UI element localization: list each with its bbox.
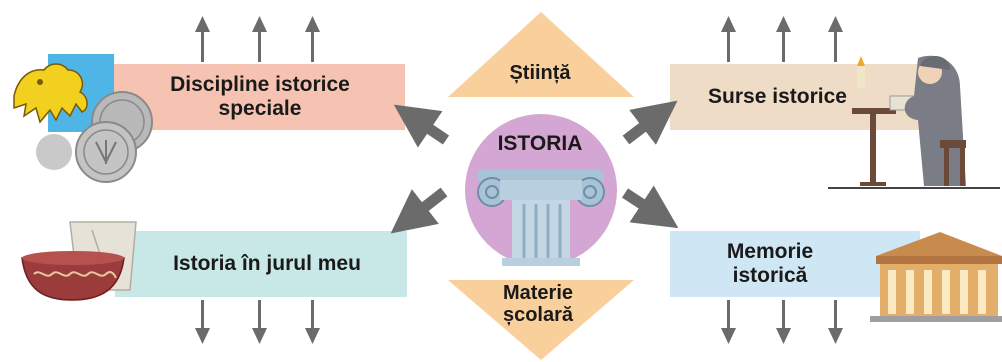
coins-icon — [36, 91, 153, 183]
ionic-column-icon — [477, 170, 605, 266]
discipline-box-label: Discipline istorice speciale — [115, 66, 405, 128]
stiinta-triangle — [448, 12, 634, 97]
surse-line1: Surse istorice — [708, 84, 847, 108]
arrow-to-istoria-jur — [390, 187, 448, 234]
materie-line2: școlară — [502, 304, 574, 326]
arrow-to-memorie — [621, 185, 679, 229]
up-arrows-left — [195, 16, 320, 62]
up-arrows-right — [721, 16, 843, 62]
museum-building-icon — [870, 232, 1002, 322]
materie-triangle — [448, 280, 634, 360]
memorie-line2: istorică — [732, 264, 808, 287]
istoria-jur-box — [115, 231, 407, 297]
arrow-to-discipline — [393, 104, 450, 148]
monk-scribe-icon — [828, 55, 1000, 189]
istoria-center-label: ISTORIA — [497, 132, 583, 155]
materie-line1: Materie — [502, 282, 574, 304]
memorie-box-label: Memorie istorică — [670, 233, 900, 295]
down-arrows-left — [195, 300, 320, 344]
istoria-jur-box-label: Istoria în jurul meu — [127, 233, 407, 295]
discipline-box — [105, 64, 405, 130]
lion-coat-of-arms-icon — [13, 54, 114, 132]
arrow-to-surse — [622, 100, 678, 145]
down-arrows-right — [721, 300, 843, 344]
materie-label: Materie școlară — [478, 282, 598, 326]
memorie-line1: Memorie — [726, 239, 814, 263]
surse-box — [670, 64, 920, 130]
clay-pots-icon — [21, 221, 137, 301]
surse-box-label: Surse istorice — [670, 66, 925, 128]
stiinta-label: Știință — [509, 62, 571, 84]
istoria-jur-line1: Istoria în jurul meu — [173, 251, 361, 275]
discipline-line2: speciale — [218, 97, 302, 120]
discipline-line1: Discipline istorice — [170, 72, 350, 96]
